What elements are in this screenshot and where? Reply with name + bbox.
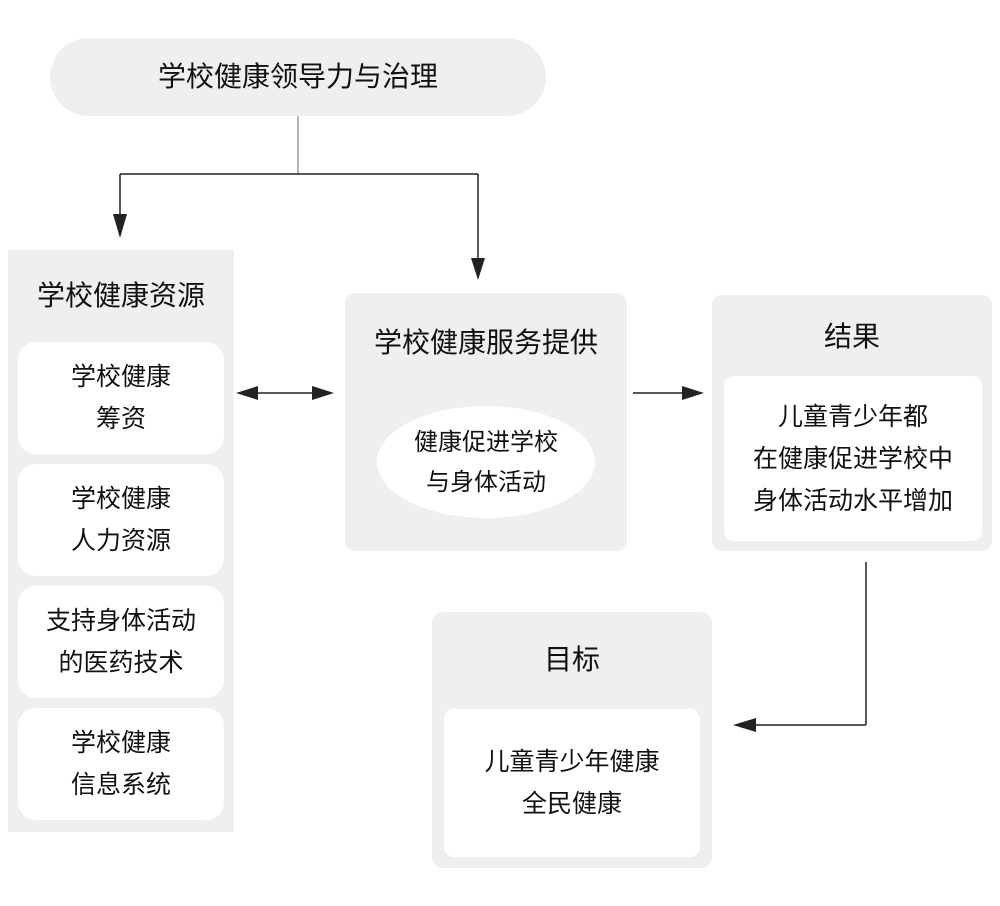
services-arrowhead xyxy=(471,258,485,280)
results-to-goal-arrowhead xyxy=(733,718,756,732)
goal-body: 儿童青少年健康 全民健康 xyxy=(444,709,700,857)
results-title: 结果 xyxy=(823,320,880,354)
resource-item-information-system: 学校健康 信息系统 xyxy=(18,708,224,820)
resource-item-workforce: 学校健康 人力资源 xyxy=(18,464,224,576)
results-box: 结果 儿童青少年都 在健康促进学校中 身体活动水平增加 xyxy=(712,295,992,551)
leadership-title: 学校健康领导力与治理 xyxy=(157,60,438,94)
services-focus-ellipse: 健康促进学校 与身体活动 xyxy=(377,406,595,518)
resource-item-funding: 学校健康 筹资 xyxy=(18,342,224,454)
goal-box: 目标 儿童青少年健康 全民健康 xyxy=(432,612,712,868)
goal-title: 目标 xyxy=(543,643,600,677)
services-title: 学校健康服务提供 xyxy=(373,326,598,360)
results-body: 儿童青少年都 在健康促进学校中 身体活动水平增加 xyxy=(724,376,982,541)
resources-panel: 学校健康资源 学校健康 筹资 学校健康 人力资源 支持身体活动 的医药技术 学校… xyxy=(8,250,234,832)
resources-title: 学校健康资源 xyxy=(36,279,205,313)
services-box: 学校健康服务提供 健康促进学校 与身体活动 xyxy=(345,293,627,551)
double-arrow-right-head xyxy=(312,386,334,400)
double-arrow-left-head xyxy=(236,386,258,400)
services-to-results-arrowhead xyxy=(682,386,704,400)
leadership-box: 学校健康领导力与治理 xyxy=(50,38,546,116)
resources-arrowhead xyxy=(113,214,127,238)
resource-item-medical-technology: 支持身体活动 的医药技术 xyxy=(18,586,224,698)
